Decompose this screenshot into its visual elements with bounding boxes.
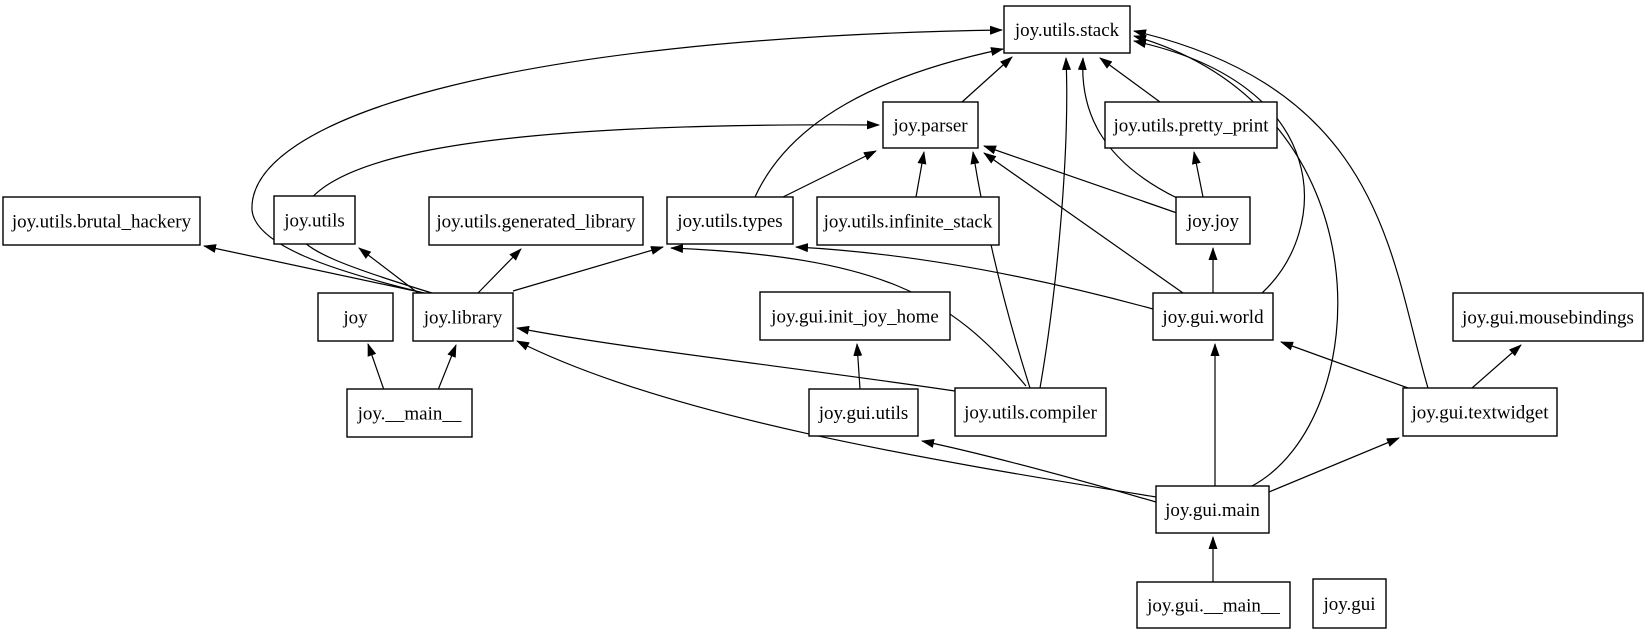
edge-joy-utils-compiler-to-joy-utils-types (670, 244, 1027, 387)
edges-layer (203, 25, 1522, 582)
graph-node-joy-utils-brutal-hackery: joy.utils.brutal_hackery (2, 196, 201, 246)
graph-node-joy-gui-main: joy.gui.main (1155, 485, 1270, 534)
node-box-joy-gui-main (1136, 581, 1291, 629)
node-label-joy-gui-textwidget: joy.gui.textwidget (1410, 403, 1549, 424)
edge-joy-library-to-joy-utils-brutal-hackery (203, 244, 416, 292)
edge-joy-library-to-joy-parser (297, 120, 880, 294)
graph-node-joy-utils-compiler: joy.utils.compiler (954, 387, 1107, 437)
graph-node-joy-utils: joy.utils (273, 195, 356, 245)
node-label-joy: joy (342, 308, 368, 329)
edge-joy-main-to-joy-library (437, 344, 457, 391)
node-box-joy-gui (1312, 578, 1387, 629)
edge-joy-utils-infinite-stack-to-joy-parser (915, 151, 927, 198)
node-box-joy-parser (882, 101, 979, 149)
node-box-joy-utils-compiler (954, 387, 1107, 437)
edge-joy-gui-world-to-joy-utils-stack (1133, 39, 1305, 294)
node-label-joy-utils-pretty-print: joy.utils.pretty_print (1113, 116, 1270, 137)
graph-node-joy-gui-world: joy.gui.world (1152, 292, 1274, 341)
graph-node-joy-utils-pretty-print: joy.utils.pretty_print (1104, 101, 1278, 149)
edge-joy-library-to-joy-utils (358, 247, 419, 294)
node-label-joy-main: joy.__main__ (357, 404, 462, 425)
node-box-joy-utils-generated-library (428, 196, 644, 246)
edge-joy-main-to-joy (367, 343, 385, 391)
graph-node-joy-gui-utils: joy.gui.utils (808, 388, 919, 437)
edge-joy-gui-world-to-joy-parser (983, 152, 1184, 294)
edge-joy-gui-main-to-joy-gui-utils (921, 439, 1157, 503)
graph-node-joy-main: joy.__main__ (346, 388, 473, 438)
graph-node-joy-utils-types: joy.utils.types (666, 196, 794, 245)
node-label-joy-utils-generated-library: joy.utils.generated_library (435, 212, 636, 233)
graph-node-joy: joy (317, 292, 394, 342)
graph-node-joy-parser: joy.parser (882, 101, 979, 149)
node-box-joy-gui-main (1155, 485, 1270, 534)
node-label-joy-utils-stack: joy.utils.stack (1014, 20, 1120, 41)
graph-node-joy-library: joy.library (412, 292, 514, 342)
node-label-joy-library: joy.library (423, 308, 503, 329)
node-box-joy-utils-stack (1003, 5, 1131, 54)
node-label-joy-utils-compiler: joy.utils.compiler (963, 403, 1097, 424)
edge-joy-library-to-joy-utils-generated-library (477, 248, 522, 294)
node-box-joy-utils-brutal-hackery (2, 196, 201, 246)
node-label-joy-gui-utils: joy.gui.utils (818, 403, 909, 424)
node-label-joy-gui: joy.gui (1322, 594, 1375, 615)
node-label-joy-gui-main: joy.gui.__main__ (1146, 596, 1280, 617)
graph-node-joy-gui: joy.gui (1312, 578, 1387, 629)
node-label-joy-gui-init-joy-home: joy.gui.init_joy_home (770, 307, 939, 328)
node-box-joy-joy (1175, 196, 1251, 245)
edge-joy-joy-to-joy-utils-stack (1077, 57, 1178, 199)
edge-joy-gui-textwidget-to-joy-utils-stack (1133, 29, 1429, 389)
node-label-joy-joy: joy.joy (1186, 211, 1240, 232)
edge-joy-utils-pretty-print-to-joy-utils-stack (1099, 57, 1161, 103)
node-box-joy-gui-world (1152, 292, 1274, 341)
edge-joy-library-to-joy-utils-types (512, 246, 664, 292)
node-box-joy-utils (273, 195, 356, 245)
edge-joy-utils-compiler-to-joy-parser (970, 151, 1031, 389)
node-label-joy-gui-main: joy.gui.main (1164, 500, 1260, 521)
edge-joy-gui-main-to-joy-utils-stack (1133, 35, 1339, 487)
edge-joy-library-to-joy-utils-stack (251, 25, 1003, 294)
nodes-layer: joy.utils.stack joy.parser joy.utils.prett… (2, 5, 1644, 629)
edge-joy-parser-to-joy-utils-stack (961, 56, 1013, 103)
node-label-joy-utils: joy.utils (283, 211, 345, 232)
edge-joy-gui-textwidget-to-joy-gui-world (1280, 341, 1409, 389)
edge-joy-utils-types-to-joy-parser (782, 150, 877, 198)
edge-joy-gui-utils-to-joy-gui-init-joy-home (853, 343, 863, 390)
node-label-joy-utils-brutal-hackery: joy.utils.brutal_hackery (11, 212, 192, 233)
node-label-joy-utils-types: joy.utils.types (676, 211, 782, 232)
node-label-joy-parser: joy.parser (892, 116, 968, 137)
node-box-joy (317, 292, 394, 342)
node-label-joy-gui-world: joy.gui.world (1161, 307, 1264, 328)
edge-joy-gui-world-to-joy-utils-types (795, 243, 1154, 310)
edge-joy-utils-types-to-joy-utils-stack (754, 47, 1004, 198)
node-box-joy-gui-textwidget (1402, 387, 1558, 437)
node-box-joy-gui-mousebindings (1452, 292, 1644, 342)
edge-joy-gui-main-to-joy-gui-textwidget (1268, 437, 1400, 493)
graph-node-joy-gui-main: joy.gui.__main__ (1136, 581, 1291, 629)
edge-joy-utils-compiler-to-joy-library (516, 325, 956, 392)
graph-node-joy-joy: joy.joy (1175, 196, 1251, 245)
graph-node-joy-utils-stack: joy.utils.stack (1003, 5, 1131, 54)
edge-joy-joy-to-joy-parser (983, 145, 1178, 214)
node-box-joy-utils-types (666, 196, 794, 245)
node-label-joy-gui-mousebindings: joy.gui.mousebindings (1461, 308, 1634, 329)
node-box-joy-utils-infinite-stack (816, 196, 1000, 246)
graph-node-joy-utils-generated-library: joy.utils.generated_library (428, 196, 644, 246)
graph-node-joy-utils-infinite-stack: joy.utils.infinite_stack (816, 196, 1000, 246)
node-box-joy-library (412, 292, 514, 342)
node-label-joy-utils-infinite-stack: joy.utils.infinite_stack (823, 212, 993, 233)
node-box-joy-utils-pretty-print (1104, 101, 1278, 149)
graph-node-joy-gui-init-joy-home: joy.gui.init_joy_home (759, 291, 951, 341)
edge-joy-utils-compiler-to-joy-utils-stack (1039, 57, 1072, 389)
node-box-joy-gui-init-joy-home (759, 291, 951, 341)
edge-joy-joy-to-joy-utils-pretty-print (1191, 151, 1204, 198)
node-box-joy-gui-utils (808, 388, 919, 437)
node-box-joy-main (346, 388, 473, 438)
graph-node-joy-gui-textwidget: joy.gui.textwidget (1402, 387, 1558, 437)
graph-node-joy-gui-mousebindings: joy.gui.mousebindings (1452, 292, 1644, 342)
edge-joy-gui-textwidget-to-joy-gui-mousebindings (1471, 344, 1522, 389)
